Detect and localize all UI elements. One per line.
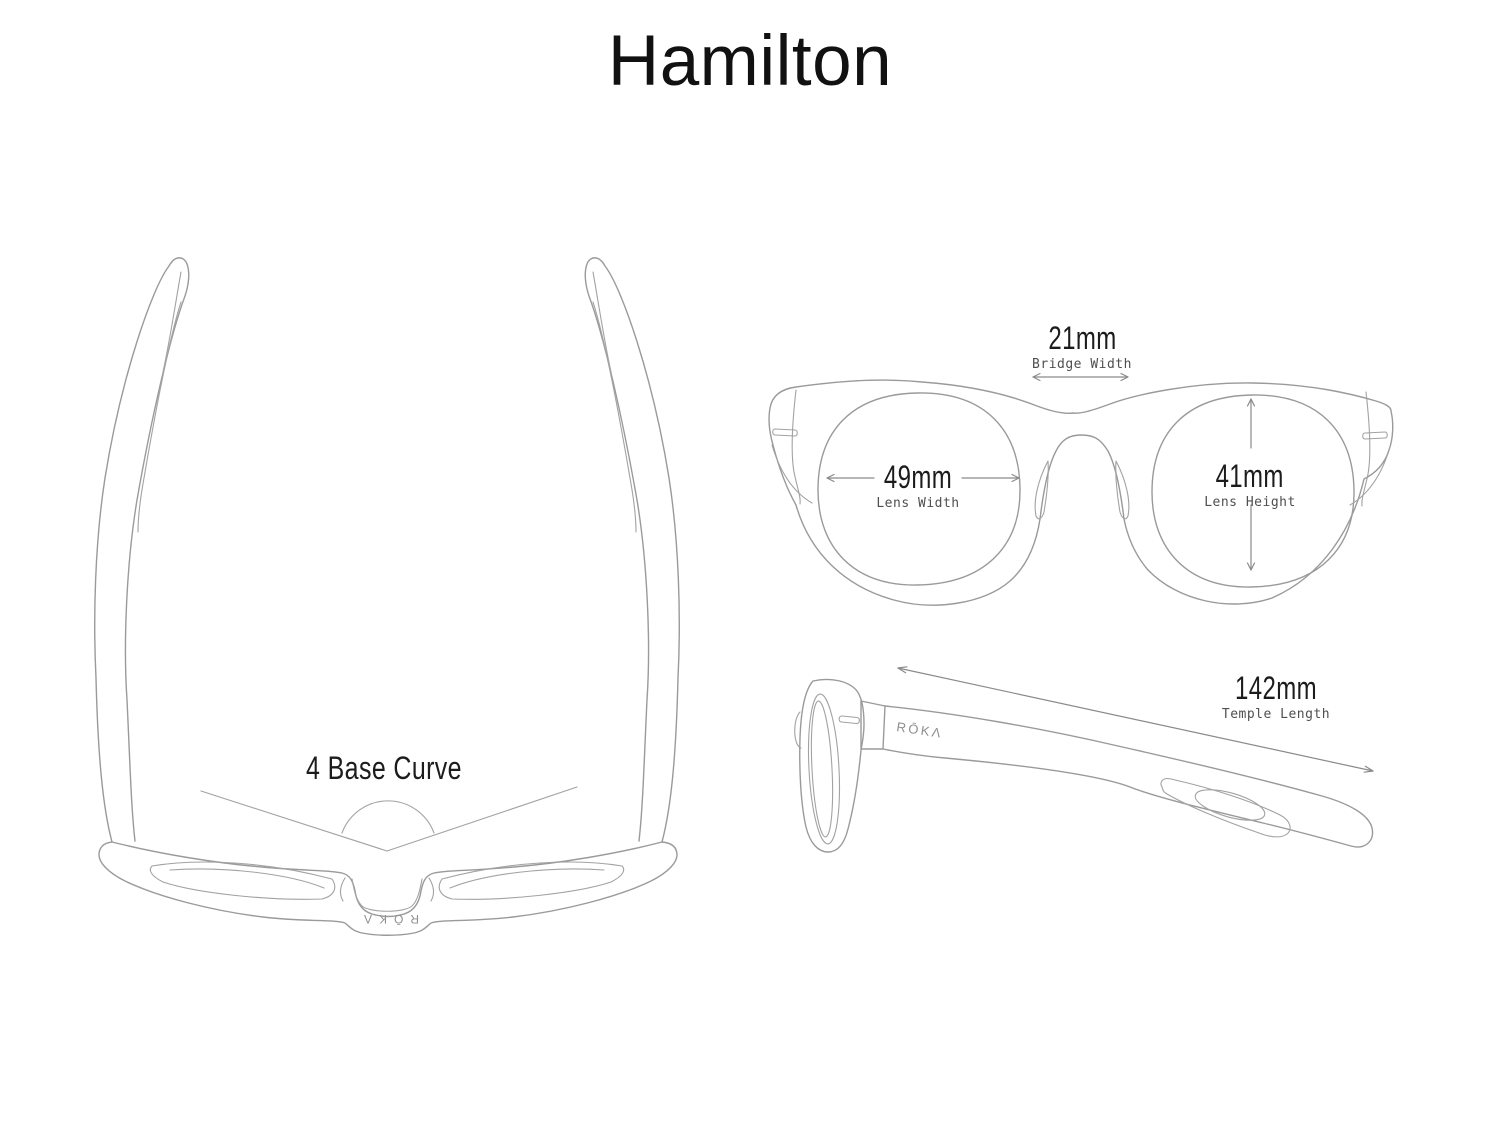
front-view-diagram bbox=[768, 372, 1394, 606]
left-endpiece-wing bbox=[771, 444, 813, 504]
base-curve-left-line bbox=[200, 790, 388, 852]
bridge-width-arrow bbox=[1032, 372, 1129, 382]
front-bar-outline bbox=[98, 841, 678, 936]
base-curve-arc bbox=[341, 800, 435, 834]
temple-grip-insert bbox=[1160, 778, 1291, 838]
left-lens-outline bbox=[817, 392, 1021, 586]
right-endpiece-fold bbox=[1361, 391, 1371, 507]
bridge-top-view bbox=[351, 878, 423, 912]
right-nose-pad bbox=[1115, 460, 1130, 520]
top-view-linework: RŌKΛ bbox=[94, 257, 680, 936]
left-nose-pad-top-view bbox=[340, 877, 346, 902]
side-lens-inner-line bbox=[810, 700, 834, 838]
dimension-label: Temple Length bbox=[1221, 707, 1331, 722]
dimension-label: Lens Height bbox=[1204, 495, 1296, 510]
dimension-value: 4 Base Curve bbox=[306, 750, 462, 786]
dimension-label: Bridge Width bbox=[1032, 357, 1132, 372]
left-lens-top-view bbox=[149, 861, 336, 900]
side-lens-outline bbox=[807, 693, 841, 845]
left-nose-pad bbox=[1034, 460, 1049, 520]
right-temple-outline bbox=[584, 257, 680, 843]
temple-grip-pad bbox=[1194, 789, 1266, 821]
front-frame-outline bbox=[768, 379, 1394, 606]
dimension-value: 41mm bbox=[1215, 458, 1285, 494]
left-temple-outline bbox=[94, 257, 190, 843]
front-bar-top-edge bbox=[111, 841, 663, 918]
right-hinge-slot bbox=[1362, 431, 1388, 440]
right-lens-outline bbox=[1151, 394, 1355, 588]
dimension-value: 142mm bbox=[1235, 670, 1317, 706]
dimension-lens-width: 49mm Lens Width bbox=[873, 461, 964, 510]
left-lens-inner-line bbox=[169, 868, 325, 889]
dimension-value: 21mm bbox=[1047, 320, 1117, 356]
left-temple-tip-line bbox=[162, 271, 182, 373]
left-temple-ridge bbox=[137, 301, 182, 533]
right-temple-tip-line bbox=[592, 271, 612, 373]
top-view-brand-logo: RŌKΛ bbox=[357, 912, 419, 926]
dimension-label: Lens Width bbox=[876, 496, 960, 511]
side-hinge-pin bbox=[838, 715, 860, 725]
side-frame-front bbox=[799, 678, 865, 853]
dimension-lens-height: 41mm Lens Height bbox=[1204, 460, 1296, 509]
dimension-bridge-width: 21mm Bridge Width bbox=[1032, 322, 1132, 371]
right-nose-pad-top-view bbox=[428, 877, 434, 902]
dimension-value: 49mm bbox=[883, 459, 953, 495]
side-view-diagram: RŌKΛ bbox=[794, 666, 1374, 853]
page-title: Hamilton bbox=[607, 22, 893, 101]
temple-length-arrow bbox=[897, 666, 1374, 773]
temple-arm-outline bbox=[882, 705, 1374, 848]
nose-bridge-stub bbox=[794, 711, 802, 749]
lens-width-arrow bbox=[826, 473, 1020, 483]
dimension-base-curve: 4 Base Curve bbox=[284, 752, 484, 784]
right-temple-ridge bbox=[592, 301, 637, 533]
left-endpiece-fold bbox=[791, 389, 801, 505]
base-curve-right-line bbox=[386, 786, 578, 852]
right-lens-inner-line bbox=[449, 868, 605, 889]
right-lens-top-view bbox=[438, 861, 625, 900]
side-view-linework: RŌKΛ bbox=[794, 666, 1374, 853]
right-endpiece-wing bbox=[1349, 446, 1391, 506]
side-view-brand-logo: RŌKΛ bbox=[896, 719, 945, 741]
dimension-temple-length: 142mm Temple Length bbox=[1221, 672, 1330, 721]
front-view-linework bbox=[768, 372, 1394, 606]
top-view-diagram: RŌKΛ bbox=[94, 257, 680, 936]
left-hinge-slot bbox=[772, 428, 798, 437]
lens-height-arrow bbox=[1246, 398, 1256, 571]
